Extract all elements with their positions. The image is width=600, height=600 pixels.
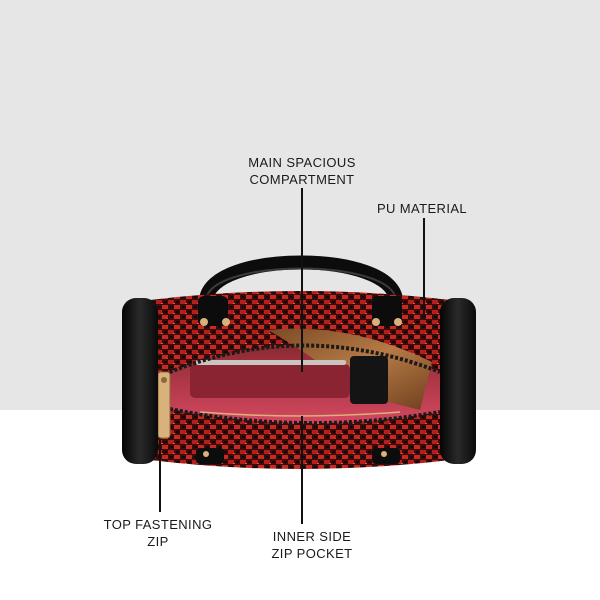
callout-inner-pocket: INNER SIDE ZIP POCKET [260, 528, 364, 562]
wallet [190, 364, 350, 398]
callout-main-compartment: MAIN SPACIOUS COMPARTMENT [232, 154, 372, 188]
callout-pu-line-1: PU MATERIAL [376, 201, 468, 216]
callout-pu-material: PU MATERIAL [374, 200, 470, 217]
callout-main-line-1: MAIN SPACIOUS [248, 155, 356, 170]
callout-pocket-line-1: INNER SIDE [272, 529, 352, 544]
callout-main-line-2: COMPARTMENT [249, 172, 355, 187]
callout-pocket-line-2: ZIP POCKET [271, 546, 353, 561]
inner-pocket-zipper [199, 411, 401, 417]
left-end-cap [122, 298, 158, 464]
callout-zip-line-2: ZIP [147, 534, 169, 549]
callout-top-zip: TOP FASTENING ZIP [100, 516, 216, 550]
right-end-cap [440, 298, 476, 464]
phone [350, 356, 388, 404]
callout-zip-line-1: TOP FASTENING [103, 517, 213, 532]
